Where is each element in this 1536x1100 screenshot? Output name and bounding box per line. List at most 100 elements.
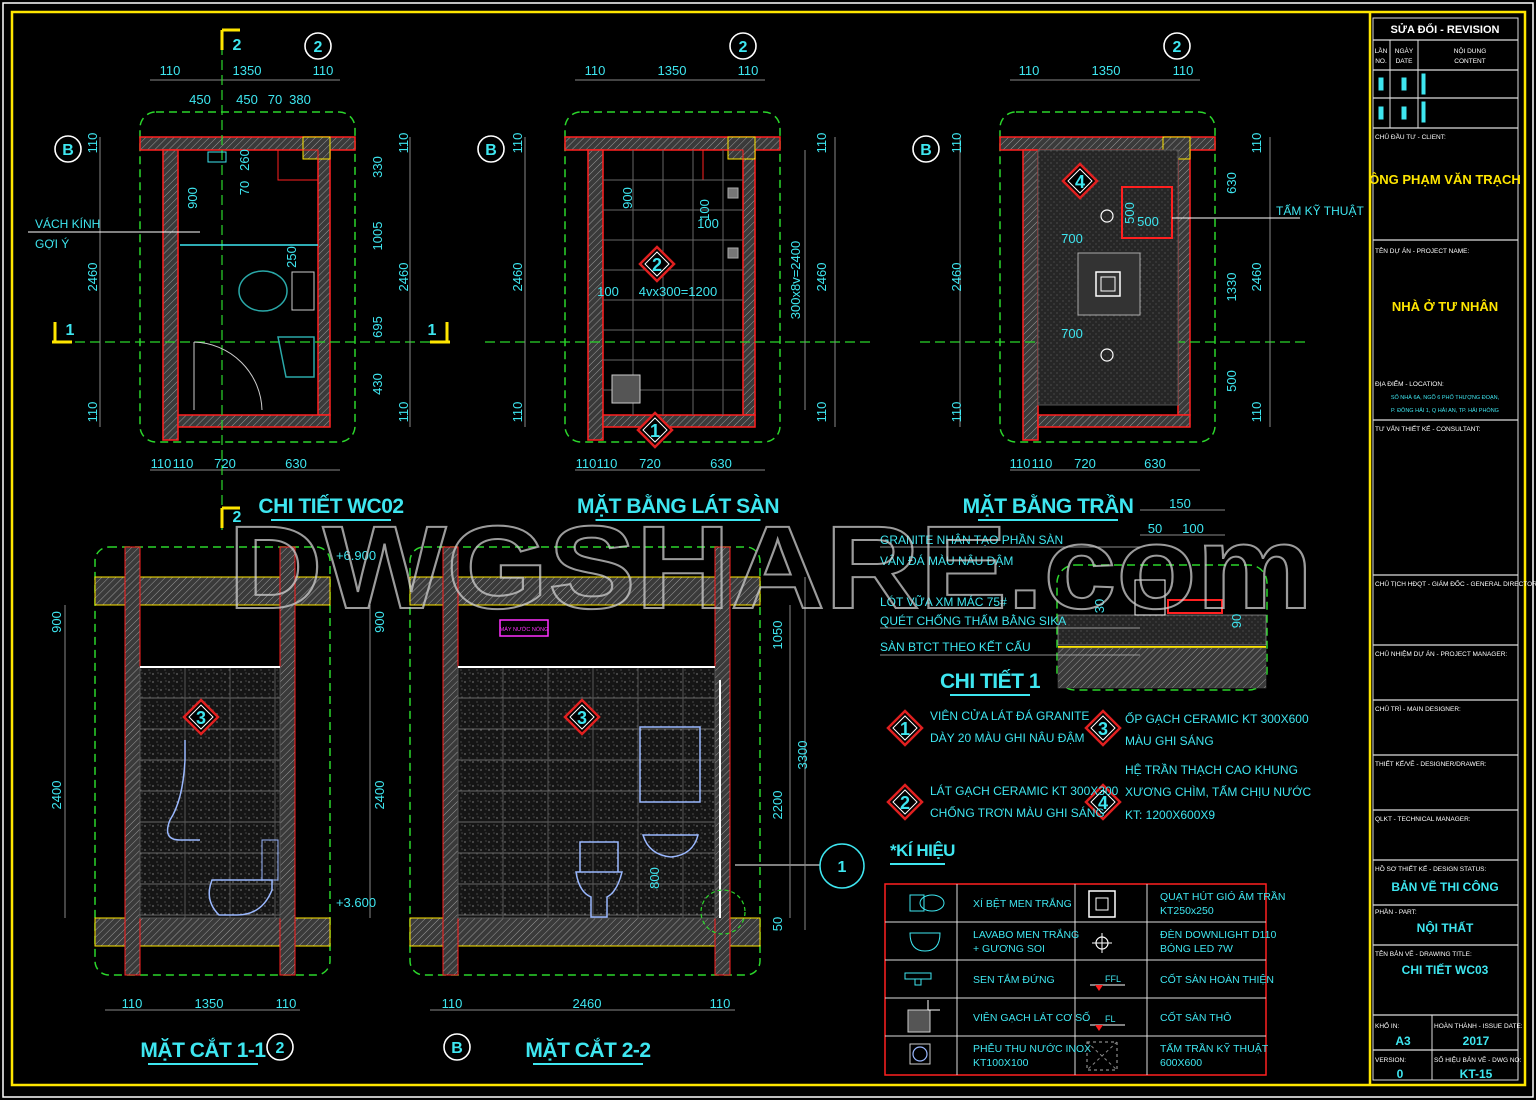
detail1-dimension: 150 — [1169, 496, 1191, 511]
plan1-dimension: 250 — [284, 246, 299, 268]
plan2-dimension: 110 — [814, 402, 829, 423]
plan3-dimension: 110 — [1010, 456, 1031, 471]
tile-origin-icon — [907, 1009, 931, 1033]
material-marker-1-diamond-inner — [642, 417, 668, 443]
revision-column-header: NGÀY — [1395, 46, 1414, 55]
plan1-dimension: 110 — [160, 63, 181, 78]
grid-bubble-b-circle — [443, 1033, 471, 1061]
revision-column-header: CONTENT — [1454, 58, 1485, 65]
plan-boundary — [139, 111, 356, 443]
legend-text: KT250x250 — [1160, 905, 1214, 917]
plan2-dimension: 4vx300=1200 — [639, 284, 717, 299]
material-marker-1: 1 — [650, 421, 660, 441]
material-marker-2: 2 — [900, 793, 910, 813]
ffl-level-icon — [1095, 985, 1103, 991]
toilet-icon — [208, 879, 273, 916]
exhaust-fan-icon — [1088, 890, 1116, 918]
plan3-dimension: 2460 — [1249, 263, 1264, 292]
water-heater-label: MÁY NƯỚC NÓNG — [500, 626, 549, 633]
plan1-dimension: 110 — [85, 402, 100, 423]
technical-label: QLKT - TECHNICAL MANAGER: — [1375, 816, 1471, 823]
material-note: MÀU GHI SÁNG — [1125, 733, 1214, 748]
section2-dimension: 3300 — [795, 741, 810, 770]
section-mark-1: 1 — [428, 322, 437, 339]
material-note: VIÊN CỬA LÁT ĐÁ GRANITE — [930, 708, 1089, 723]
section2-dimension: 110 — [442, 996, 463, 1011]
revision-column-header: DATE — [1396, 58, 1414, 65]
plan1-dimension: 720 — [214, 456, 236, 471]
toilet-icon — [238, 270, 288, 312]
fl-level-icon — [1095, 1025, 1103, 1031]
wall — [1022, 149, 1039, 441]
wall — [1177, 149, 1191, 416]
mirror — [639, 726, 701, 803]
section1-dimension: 110 — [122, 996, 143, 1011]
section-cut-1-left — [52, 322, 72, 344]
washbasin-icon — [909, 932, 941, 952]
project-name: NHÀ Ở TƯ NHÂN — [1392, 299, 1498, 314]
material-note: HỆ TRẦN THẠCH CAO KHUNG — [1125, 762, 1298, 777]
client-name: ÔNG PHẠM VĂN TRẠCH — [1369, 172, 1521, 187]
grid-bubble-2: 2 — [739, 39, 748, 56]
plan3-dimension: 110 — [949, 133, 964, 154]
wall — [742, 149, 756, 416]
status-label: HỒ SƠ THIẾT KẾ - DESIGN STATUS: — [1375, 863, 1486, 873]
plan3-dimension: 500 — [1224, 370, 1239, 392]
plan2-dimension: 110 — [510, 133, 525, 154]
grid-bubble-b-circle — [912, 135, 940, 163]
section2-dimension: 800 — [647, 867, 662, 889]
section2-title: MẶT CẮT 2-2 — [525, 1038, 650, 1062]
plan3-dimension: 700 — [1061, 326, 1083, 341]
shaft — [302, 136, 331, 160]
material-marker-4-diamond-inner — [1090, 789, 1116, 815]
material-marker-1: 1 — [900, 719, 910, 739]
plan3-title: MẶT BẰNG TRẦN — [963, 494, 1134, 518]
drawing-title: CHI TIẾT WC03 — [1402, 962, 1489, 977]
legend-text: QUẠT HÚT GIÓ ÂM TRẦN — [1160, 890, 1285, 903]
plan1-dimension: 450 — [189, 92, 211, 107]
plan2-dimension: 2460 — [510, 263, 525, 292]
shaft — [727, 136, 756, 160]
wall — [602, 414, 756, 428]
plan-boundary — [564, 111, 781, 443]
section2-dimension: 2200 — [770, 791, 785, 820]
issue-date: 2017 — [1463, 1034, 1490, 1048]
plan2-dimension: 100 — [697, 199, 712, 221]
detail1-boundary — [1056, 564, 1268, 691]
material-marker-3: 3 — [577, 708, 587, 728]
detail1-dimension: 100 — [1182, 521, 1204, 536]
slab-top — [409, 576, 761, 606]
legend-text: BÓNG LED 7W — [1160, 942, 1233, 955]
floor-drain-grate — [912, 1046, 928, 1062]
floor-drain-icon — [727, 187, 739, 199]
detail1-note: LÓT VỮA XM MÁC 75# — [880, 594, 1007, 609]
revision-cell-marker — [1378, 77, 1384, 91]
revision-cell-marker — [1421, 101, 1426, 123]
grid-bubble-2: 2 — [1173, 39, 1182, 56]
issue-date-label: HOÀN THÀNH - ISSUE DATE: — [1434, 1021, 1523, 1030]
material-marker-1-diamond-icon — [886, 709, 924, 747]
detail1-note: QUÉT CHỐNG THẤM BẰNG SIKA — [880, 613, 1066, 628]
legend-text: PHỄU THU NƯỚC INOX — [973, 1042, 1091, 1055]
section-2-2-boundary — [409, 546, 761, 976]
grid-bubble-b: B — [62, 142, 74, 159]
material-marker-3-diamond-inner — [188, 704, 214, 730]
plan2-dimension: 720 — [639, 456, 661, 471]
access-panel-icon — [1121, 186, 1173, 239]
grid-bubble-b: B — [920, 142, 932, 159]
washbasin-icon — [641, 834, 699, 858]
plan3-dimension: 1330 — [1224, 273, 1239, 302]
material-marker-4: 4 — [1098, 793, 1108, 813]
material-note: KT: 1200X600X9 — [1125, 808, 1215, 822]
plan3-dimension: 630 — [1224, 172, 1239, 194]
client-label: CHỦ ĐẦU TƯ - CLIENT: — [1375, 131, 1446, 141]
exhaust-fan-icon — [1095, 271, 1121, 297]
grid-bubble-b: B — [485, 142, 497, 159]
material-marker-4-diamond-inner — [1067, 168, 1093, 194]
material-marker-4: 4 — [1075, 172, 1085, 192]
detail-callout — [700, 889, 746, 935]
grid-bubble-2: 2 — [276, 1040, 285, 1057]
toilet-tank — [261, 839, 279, 881]
plan3-dimension: 110 — [1019, 63, 1040, 78]
